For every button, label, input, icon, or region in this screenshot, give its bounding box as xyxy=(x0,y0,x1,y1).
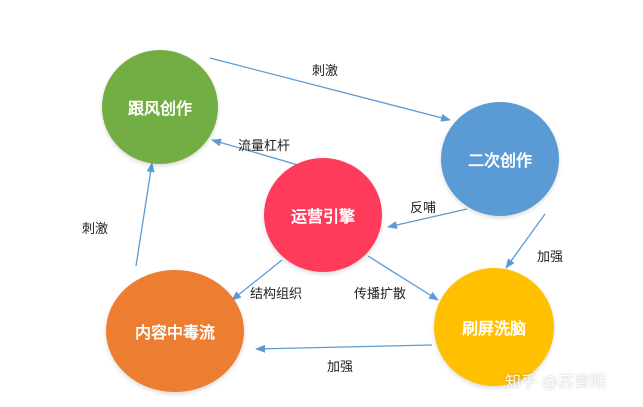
edge-yun-ying-to-gen-feng xyxy=(211,138,299,166)
watermark: 知乎 @苏青阳 xyxy=(505,372,607,391)
edge-yun-ying-to-nei-rong xyxy=(231,259,283,301)
edge-gen-feng-to-er-ci xyxy=(209,57,451,122)
edge-label-erci-yunying: 反哺 xyxy=(410,201,437,216)
edge-er-ci-to-shua-ping xyxy=(505,213,546,269)
edge-label-erci-shuaping: 加强 xyxy=(537,250,564,265)
node-label-yun-ying: 运营引擎 xyxy=(290,207,355,226)
node-nei-rong: 内容中毒流 xyxy=(106,270,244,392)
node-er-ci: 二次创作 xyxy=(441,102,559,216)
edge-label-yunying-neirong: 结构组织 xyxy=(250,287,303,302)
node-gen-feng: 跟风创作 xyxy=(102,50,218,164)
edge-label-yunying-shuaping: 传播扩散 xyxy=(354,287,407,302)
edge-nei-rong-to-gen-feng xyxy=(135,162,155,267)
edge-label-yunying-genfeng: 流量杠杆 xyxy=(238,139,291,154)
edge-shua-ping-to-nei-rong xyxy=(255,344,433,353)
edge-label-shuaping-neirong: 加强 xyxy=(327,360,354,375)
node-label-shua-ping: 刷屏洗脑 xyxy=(461,319,526,338)
node-yun-ying: 运营引擎 xyxy=(264,158,382,272)
node-label-er-ci: 二次创作 xyxy=(467,151,532,170)
edge-label-neirong-genfeng: 刺激 xyxy=(82,222,109,237)
edge-yun-ying-to-shua-ping xyxy=(367,255,439,301)
node-label-gen-feng: 跟风创作 xyxy=(127,99,192,118)
node-label-nei-rong: 内容中毒流 xyxy=(134,323,215,342)
edge-er-ci-to-yun-ying xyxy=(387,208,468,229)
edge-label-genfeng-erci: 刺激 xyxy=(312,64,339,79)
